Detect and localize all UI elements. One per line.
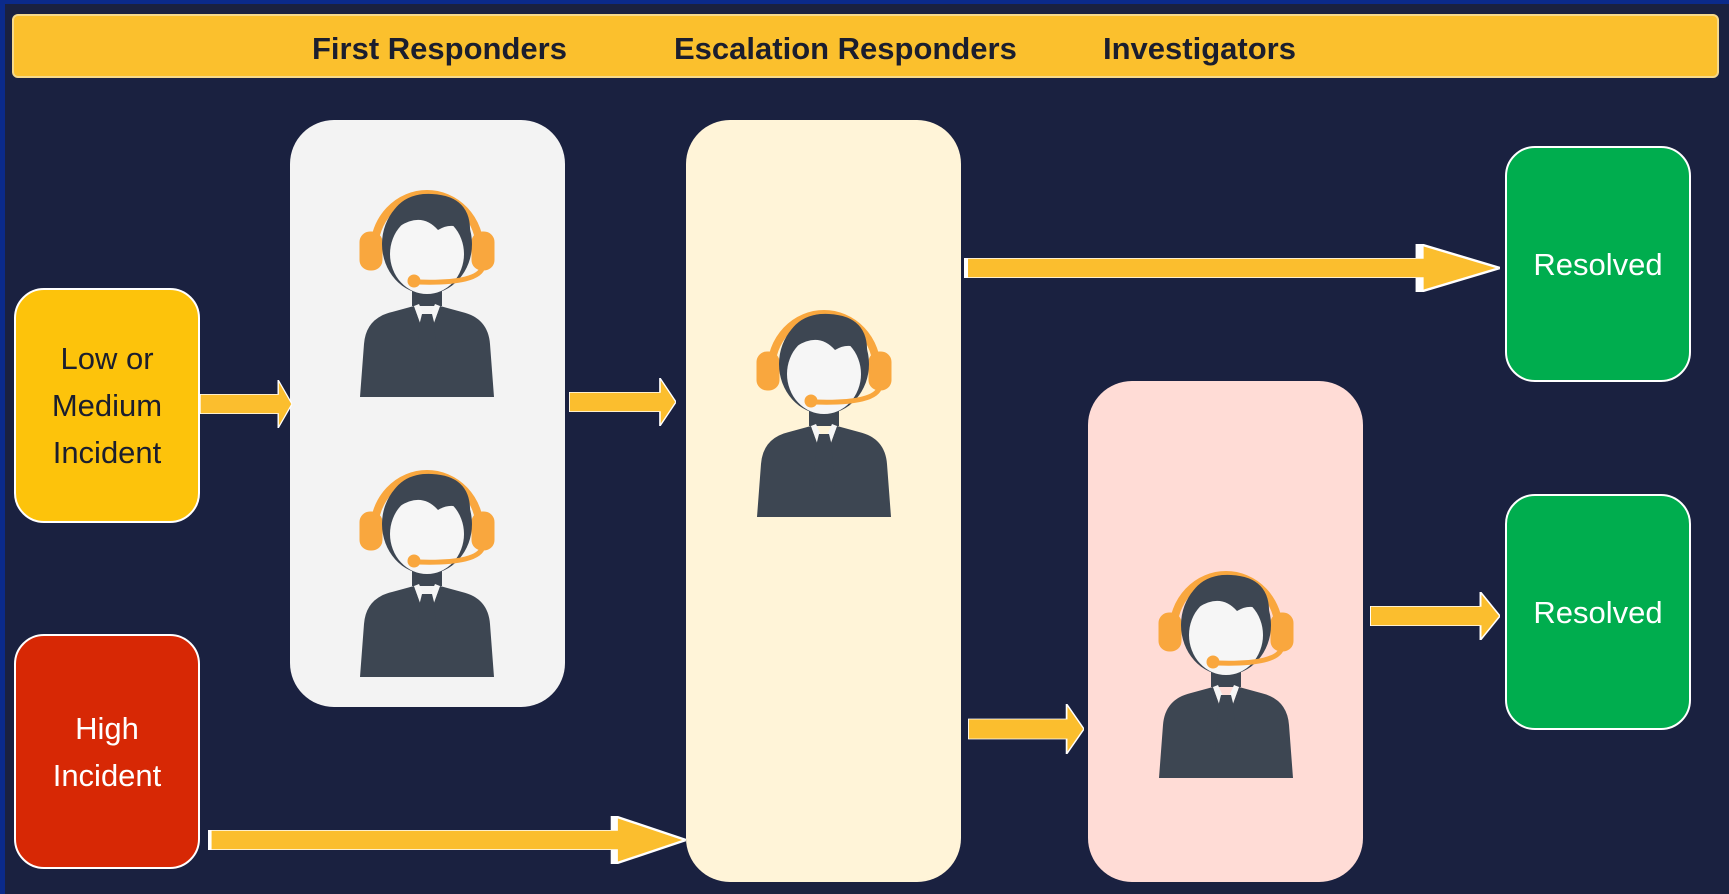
investigator-agent-icon <box>1141 553 1311 783</box>
arrow-first-to-escalation-icon <box>569 378 676 426</box>
escalation-responder-agent-icon <box>739 292 909 522</box>
first-responder-agent-icon <box>342 452 512 682</box>
arrow-escalation-to-investigators-icon <box>968 704 1084 754</box>
arrow-high-to-escalation-icon <box>208 816 686 864</box>
resolved-box-bottom: Resolved <box>1505 494 1691 730</box>
low-medium-incident-label: Low or Medium Incident <box>51 341 163 470</box>
high-incident-box: High Incident <box>14 634 200 869</box>
header-investigators: Investigators <box>1103 31 1296 66</box>
first-responder-agent-icon <box>342 172 512 402</box>
high-incident-label: High Incident <box>52 710 162 793</box>
arrow-escalation-to-resolved-icon <box>964 244 1500 292</box>
frame-edge-top <box>0 0 1729 4</box>
resolved-label-bottom: Resolved <box>1533 594 1663 630</box>
header-escalation-responders: Escalation Responders <box>674 31 1017 66</box>
low-medium-incident-box: Low or Medium Incident <box>14 288 200 523</box>
frame-edge-left <box>0 0 5 894</box>
resolved-box-top: Resolved <box>1505 146 1691 382</box>
header-bar <box>12 14 1719 78</box>
header-first-responders: First Responders <box>312 31 567 66</box>
resolved-label-top: Resolved <box>1533 246 1663 282</box>
arrow-investigators-to-resolved-icon <box>1370 592 1500 640</box>
arrow-low-to-first-responders-icon <box>200 380 292 428</box>
